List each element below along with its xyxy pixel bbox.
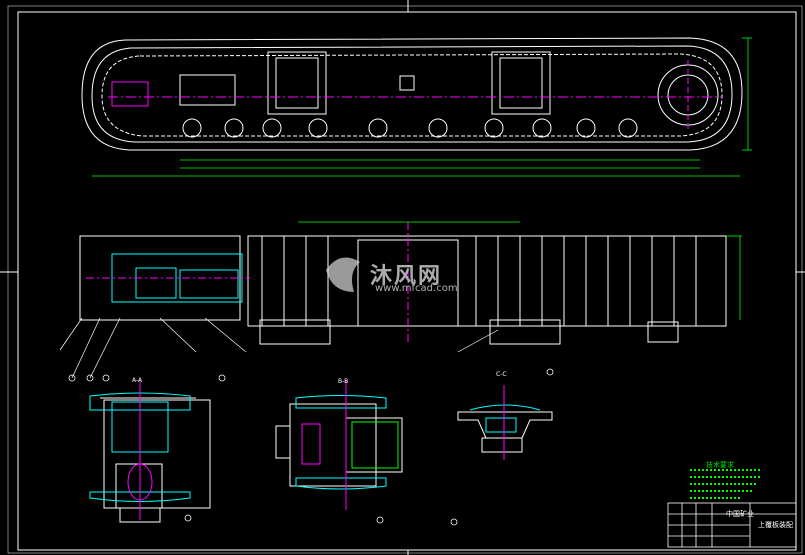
balloon-markers xyxy=(68,368,554,526)
title-block-title: 上覆板装配 xyxy=(758,521,793,529)
section-label-c: C-C xyxy=(496,371,507,378)
section-a-magenta xyxy=(127,380,153,520)
section-label-a: A-A xyxy=(132,377,143,384)
watermark-url: www.mfcad.com xyxy=(375,283,458,294)
section-label-b: B-B xyxy=(338,378,349,385)
track-side-view xyxy=(81,37,743,151)
watermark-text: 沐风网 xyxy=(370,264,443,289)
plan-center-lines xyxy=(86,222,409,345)
section-c-view xyxy=(457,411,553,453)
technical-notes-lines xyxy=(690,469,760,499)
leader-lines xyxy=(59,317,499,379)
plan-dimensions xyxy=(298,221,742,320)
track-dimensions xyxy=(92,37,752,177)
title-block-name: 中国矿业 xyxy=(726,510,754,518)
title-block xyxy=(667,502,797,548)
section-c-cyan xyxy=(469,404,541,433)
section-b-magenta xyxy=(301,380,347,510)
section-b-green xyxy=(351,421,399,469)
section-b-cyan xyxy=(295,395,387,490)
track-road-wheels xyxy=(182,118,638,138)
technical-notes-title: 技术要求 xyxy=(706,461,734,469)
track-center-line xyxy=(108,60,722,130)
section-b-view xyxy=(275,403,403,487)
section-a-view xyxy=(100,397,211,523)
watermark-logo-icon xyxy=(326,257,360,292)
